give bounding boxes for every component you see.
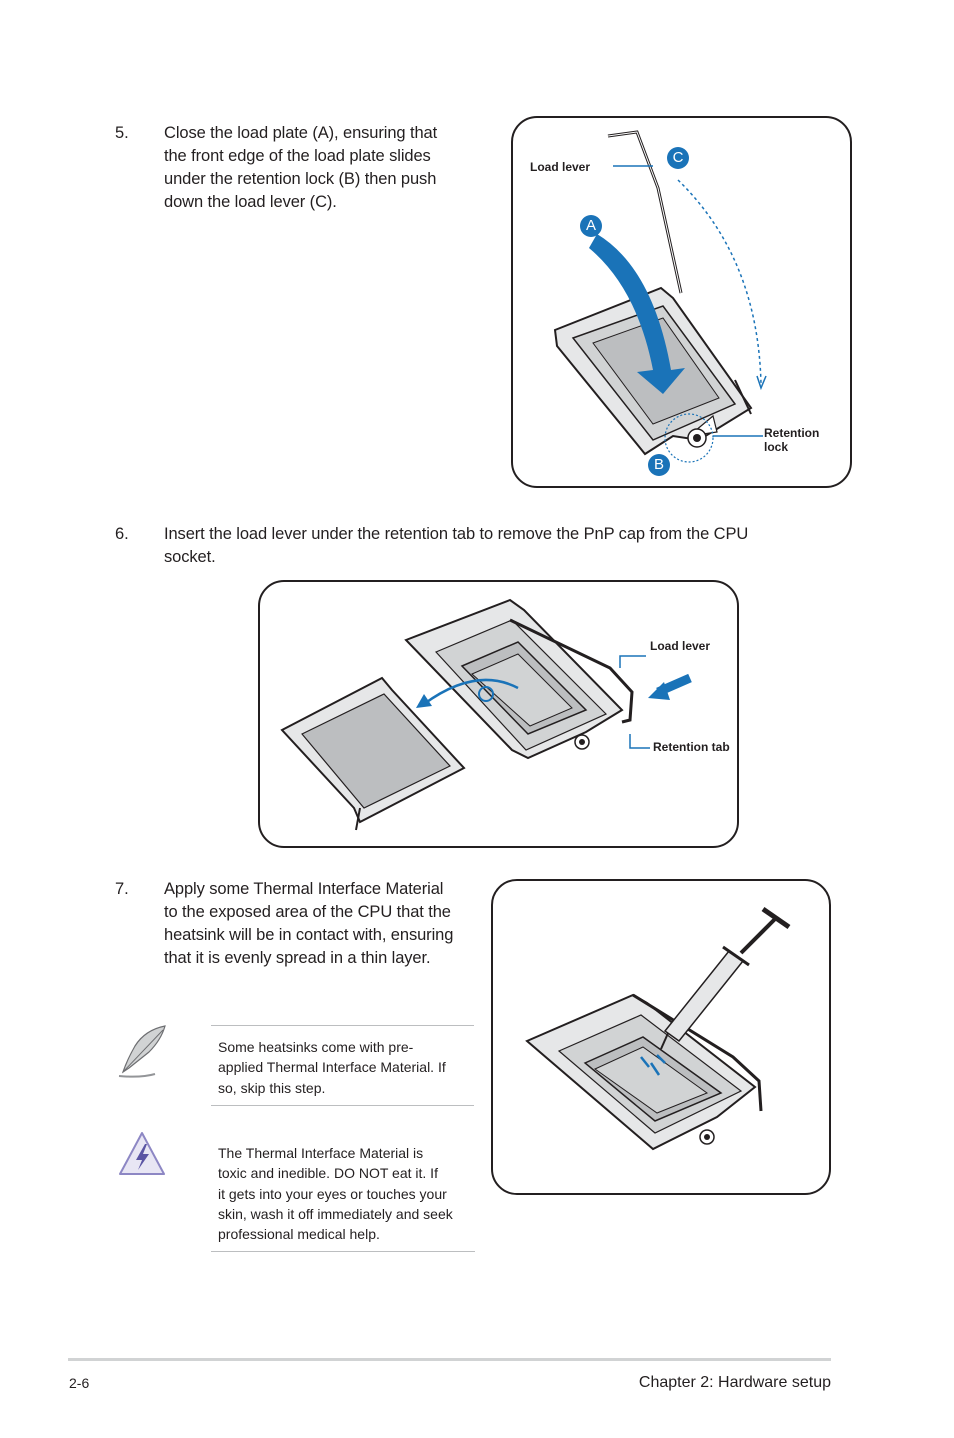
warning-line: professional medical help. bbox=[218, 1226, 380, 1243]
figure-close-load-plate: Load lever Retention lock A B C bbox=[511, 116, 852, 488]
note-line: Some heatsinks come with pre- bbox=[218, 1039, 414, 1055]
badge-a: A bbox=[580, 215, 602, 237]
socket-illustration-1 bbox=[553, 130, 767, 463]
step-5-line: Close the load plate (A), ensuring that bbox=[164, 124, 438, 142]
step-6-number: 6. bbox=[115, 525, 129, 543]
retention-lock-label-line: lock bbox=[764, 440, 789, 454]
note-line: applied Thermal Interface Material. If bbox=[218, 1059, 446, 1076]
note-line: so, skip this step. bbox=[218, 1079, 326, 1096]
footer-rule bbox=[68, 1358, 831, 1361]
socket-illustration-3 bbox=[525, 906, 791, 1151]
step-7-line: to the exposed area of the CPU that the bbox=[164, 903, 451, 921]
page-number: 2-6 bbox=[69, 1375, 90, 1391]
badge-c: C bbox=[667, 147, 689, 169]
figure-apply-thermal-material bbox=[491, 879, 831, 1195]
load-lever-label: Load lever bbox=[650, 639, 711, 653]
note-text: Some heatsinks come with pre- applied Th… bbox=[218, 1037, 474, 1098]
load-lever-label: Load lever bbox=[530, 160, 591, 174]
step-6-line: Insert the load lever under the retentio… bbox=[164, 525, 749, 543]
retention-tab-label: Retention tab bbox=[653, 740, 730, 754]
step-7-number: 7. bbox=[115, 880, 129, 898]
note-top-rule bbox=[211, 1025, 474, 1026]
chapter-title: Chapter 2: Hardware setup bbox=[638, 1374, 831, 1391]
step-5-number: 5. bbox=[115, 124, 129, 142]
step-5-line: the front edge of the load plate slides bbox=[164, 147, 431, 165]
socket-illustration-2 bbox=[280, 598, 692, 831]
step-5-text: Close the load plate (A), ensuring that … bbox=[164, 122, 484, 214]
warning-bottom-rule bbox=[211, 1251, 475, 1252]
step-6-text: Insert the load lever under the retentio… bbox=[164, 523, 824, 569]
warning-line: The Thermal Interface Material is bbox=[218, 1145, 424, 1161]
retention-lock-label: Retention lock bbox=[764, 426, 819, 454]
figure-remove-pnp-cap: Load lever Retention tab bbox=[258, 580, 739, 848]
badge-b: B bbox=[648, 454, 670, 476]
step-5-line: under the retention lock (B) then push bbox=[164, 170, 437, 188]
step-7-text: Apply some Thermal Interface Material to… bbox=[164, 878, 484, 970]
retention-lock-label-line: Retention bbox=[764, 426, 820, 440]
step-6-line: socket. bbox=[164, 548, 216, 566]
warning-line: it gets into your eyes or touches your bbox=[218, 1185, 447, 1202]
warning-line: skin, wash it off immediately and seek bbox=[218, 1205, 453, 1222]
note-bottom-rule bbox=[211, 1105, 474, 1106]
step-7-line: that it is evenly spread in a thin layer… bbox=[164, 949, 431, 967]
step-5-line: down the load lever (C). bbox=[164, 193, 337, 211]
warning-line: toxic and inedible. DO NOT eat it. If bbox=[218, 1165, 438, 1182]
step-7-line: heatsink will be in contact with, ensuri… bbox=[164, 926, 454, 944]
step-7-line: Apply some Thermal Interface Material bbox=[164, 880, 444, 898]
warning-triangle-icon bbox=[119, 1132, 165, 1175]
feather-pen-icon bbox=[118, 1025, 166, 1078]
warning-text: The Thermal Interface Material is toxic … bbox=[218, 1143, 476, 1244]
